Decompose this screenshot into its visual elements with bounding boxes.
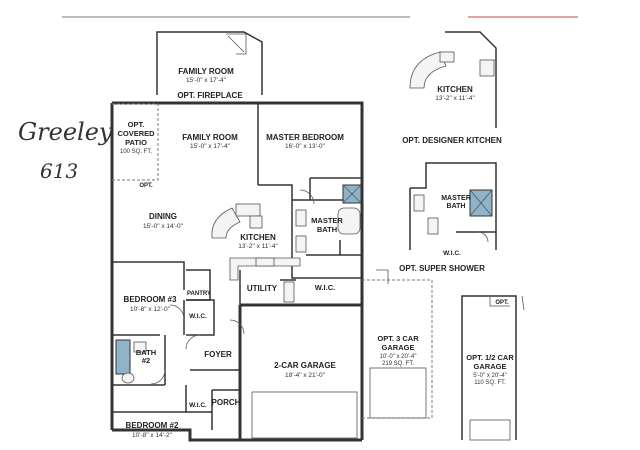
garage-3-label-2: GARAGE [382,343,415,352]
covered-patio-label-2: COVERED [117,129,155,138]
main-house-walls [110,101,364,442]
handwritten-number: 613 [40,159,78,183]
kitchen-dims: 13'-2" x 11'-4" [238,243,278,250]
bath-2-label-2: #2 [142,356,150,365]
garage-2-dims: 18'-4" x 21'-0" [285,372,326,379]
handwritten-name: Greeley [18,118,113,146]
family-room-dims: 15'-0" x 17'-4" [190,143,231,150]
porch-label: PORCH [212,398,241,407]
master-bath-label-2: BATH [317,225,337,234]
garage-2-label: 2-CAR GARAGE [274,361,336,370]
dining-dims: 15'-0" x 14'-0" [143,223,184,230]
pantry-label: PANTRY [187,291,211,297]
opt-3-car-garage-drawing [362,269,433,419]
bedroom-3-label: BEDROOM #3 [124,295,177,304]
opt-super-shower-drawing [409,162,497,250]
family-room-opt-dims: 15'-0" x 17'-4" [186,77,227,84]
covered-patio-area: 100 SQ. FT. [120,149,152,155]
bath-2-label-1: BATH [136,348,156,357]
super-shower-bath-label-2: BATH [447,203,466,210]
opt-fireplace-area [156,31,263,95]
covered-patio-label-3: PATIO [125,138,147,147]
super-shower-bath-label-1: MASTER [441,195,471,202]
master-wic-label: W.I.C. [315,283,335,292]
opt-small-label: OPT. [139,183,153,189]
garage-half-label-1: OPT. 1/2 CAR [466,353,514,362]
foyer-label: FOYER [204,350,232,359]
covered-patio-label-1: OPT. [128,120,145,129]
master-bedroom-label: MASTER BEDROOM [266,133,344,142]
bed2-wic-label: W.I.C. [189,402,207,409]
opt-designer-kitchen-drawing [409,31,497,128]
opt-fireplace-label: OPT. FIREPLACE [177,91,243,100]
opt-half-car-garage-drawing [461,295,525,441]
garage-half-area: 110 SQ. FT. [474,380,506,386]
garage-3-area: 219 SQ. FT. [382,361,414,367]
dining-label: DINING [149,212,177,221]
designer-kitchen-dims: 13'-2" x 11'-4" [435,95,475,102]
garage-3-label-1: OPT. 3 CAR [377,334,419,343]
super-shower-wic-label: W.I.C. [443,250,461,257]
family-room-label: FAMILY ROOM [182,133,238,142]
bedroom-2-label: BEDROOM #2 [126,421,179,430]
master-bedroom-dims: 16'-0" x 13'-0" [285,143,326,150]
kitchen-label: KITCHEN [240,233,276,242]
designer-kitchen-room-label: KITCHEN [437,85,473,94]
designer-kitchen-title: OPT. DESIGNER KITCHEN [402,136,502,145]
utility-label: UTILITY [247,284,278,293]
garage-half-opt-label: OPT. [495,300,509,306]
garage-3-dims: 10'-0" x 20'-4" [380,354,417,360]
garage-half-dims: 5'-0" x 20'-4" [473,373,507,379]
super-shower-title: OPT. SUPER SHOWER [399,264,485,273]
bed3-wic-label: W.I.C. [189,313,207,320]
bedroom-2-dims: 10'-8" x 14'-2" [132,432,173,439]
family-room-opt-label: FAMILY ROOM [178,67,234,76]
bedroom-3-dims: 10'-8" x 12'-0" [130,306,171,313]
garage-half-label-2: GARAGE [474,362,507,371]
master-bath-label-1: MASTER [311,216,343,225]
